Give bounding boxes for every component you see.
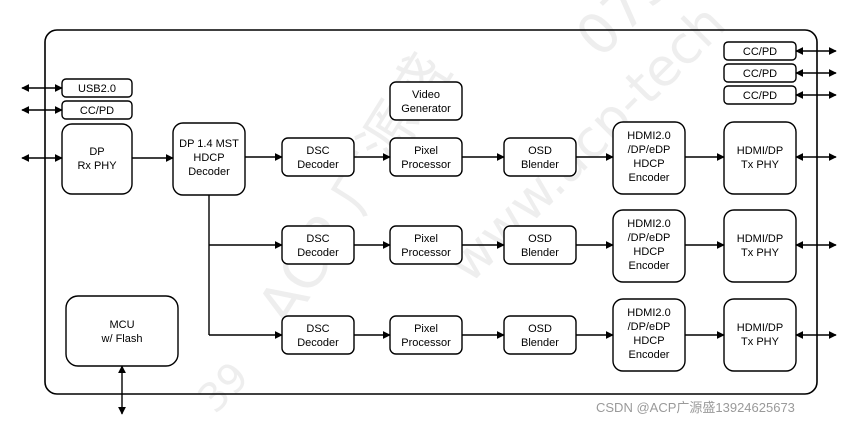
pipeline-row-2: DSC Decoder Pixel Processor OSD Blender … <box>281 209 797 283</box>
dp-rx-phy-block: DP Rx PHY <box>61 123 133 195</box>
dsc-line: Decoder <box>297 159 339 171</box>
pixel-line: Processor <box>401 337 451 349</box>
dsc-line: DSC <box>306 145 329 157</box>
video-gen-line: Video <box>412 89 440 101</box>
dp-rx-line: DP <box>89 146 104 158</box>
chip-boundary <box>44 29 818 395</box>
video-gen-line: Generator <box>401 103 451 115</box>
pixel-line: Pixel <box>414 323 438 335</box>
dsc-line: DSC <box>306 233 329 245</box>
encoder-line: /DP/eDP <box>628 321 671 333</box>
dp-mst-line: DP 1.4 MST <box>179 138 239 150</box>
osd-line: Blender <box>521 247 559 259</box>
osd-line: Blender <box>521 337 559 349</box>
phy-line: Tx PHY <box>741 336 780 348</box>
ccpd-right-label: CC/PD <box>743 68 777 80</box>
phy-line: HDMI/DP <box>737 145 783 157</box>
dp-rx-line: Rx PHY <box>77 160 117 172</box>
phy-line: HDMI/DP <box>737 322 783 334</box>
encoder-line: HDMI2.0 <box>627 130 670 142</box>
mcu-line: w/ Flash <box>101 333 143 345</box>
connections <box>21 47 837 415</box>
ccpd-left-label: CC/PD <box>80 105 114 117</box>
dsc-line: Decoder <box>297 247 339 259</box>
encoder-line: /DP/eDP <box>628 232 671 244</box>
mcu-line: MCU <box>109 319 134 331</box>
ccpd-right-block: CC/PD <box>723 63 797 83</box>
pixel-line: Pixel <box>414 145 438 157</box>
pipeline-row-1: DSC Decoder Pixel Processor OSD Blender … <box>281 121 797 195</box>
dp-mst-line: HDCP <box>193 152 224 164</box>
encoder-line: HDMI2.0 <box>627 307 670 319</box>
encoder-line: HDCP <box>633 158 664 170</box>
ccpd-left-block: CC/PD <box>61 100 133 120</box>
usb-label: USB2.0 <box>78 83 116 95</box>
ccpd-right-label: CC/PD <box>743 46 777 58</box>
osd-line: OSD <box>528 323 552 335</box>
osd-line: OSD <box>528 233 552 245</box>
dsc-line: Decoder <box>297 337 339 349</box>
ccpd-right-block: CC/PD <box>723 85 797 105</box>
watermark-text: 39 <box>190 354 259 422</box>
dp-mst-line: Decoder <box>188 166 230 178</box>
pixel-line: Processor <box>401 159 451 171</box>
osd-line: Blender <box>521 159 559 171</box>
encoder-line: Encoder <box>629 349 670 361</box>
dp-mst-decoder-block: DP 1.4 MST HDCP Decoder <box>172 122 246 196</box>
video-generator-block: Video Generator <box>389 81 463 121</box>
dsc-line: DSC <box>306 323 329 335</box>
pixel-line: Processor <box>401 247 451 259</box>
encoder-line: Encoder <box>629 260 670 272</box>
ccpd-right-block: CC/PD <box>723 41 797 61</box>
encoder-line: HDCP <box>633 335 664 347</box>
usb-block: USB2.0 <box>61 78 133 98</box>
phy-line: HDMI/DP <box>737 233 783 245</box>
pixel-line: Pixel <box>414 233 438 245</box>
credit-text: CSDN @ACP广源盛13924625673 <box>596 400 795 415</box>
mcu-block: MCU w/ Flash <box>65 295 179 367</box>
encoder-line: /DP/eDP <box>628 144 671 156</box>
phy-line: Tx PHY <box>741 159 780 171</box>
ccpd-right-label: CC/PD <box>743 90 777 102</box>
encoder-line: HDCP <box>633 246 664 258</box>
osd-line: OSD <box>528 145 552 157</box>
encoder-line: Encoder <box>629 172 670 184</box>
encoder-line: HDMI2.0 <box>627 218 670 230</box>
phy-line: Tx PHY <box>741 247 780 259</box>
